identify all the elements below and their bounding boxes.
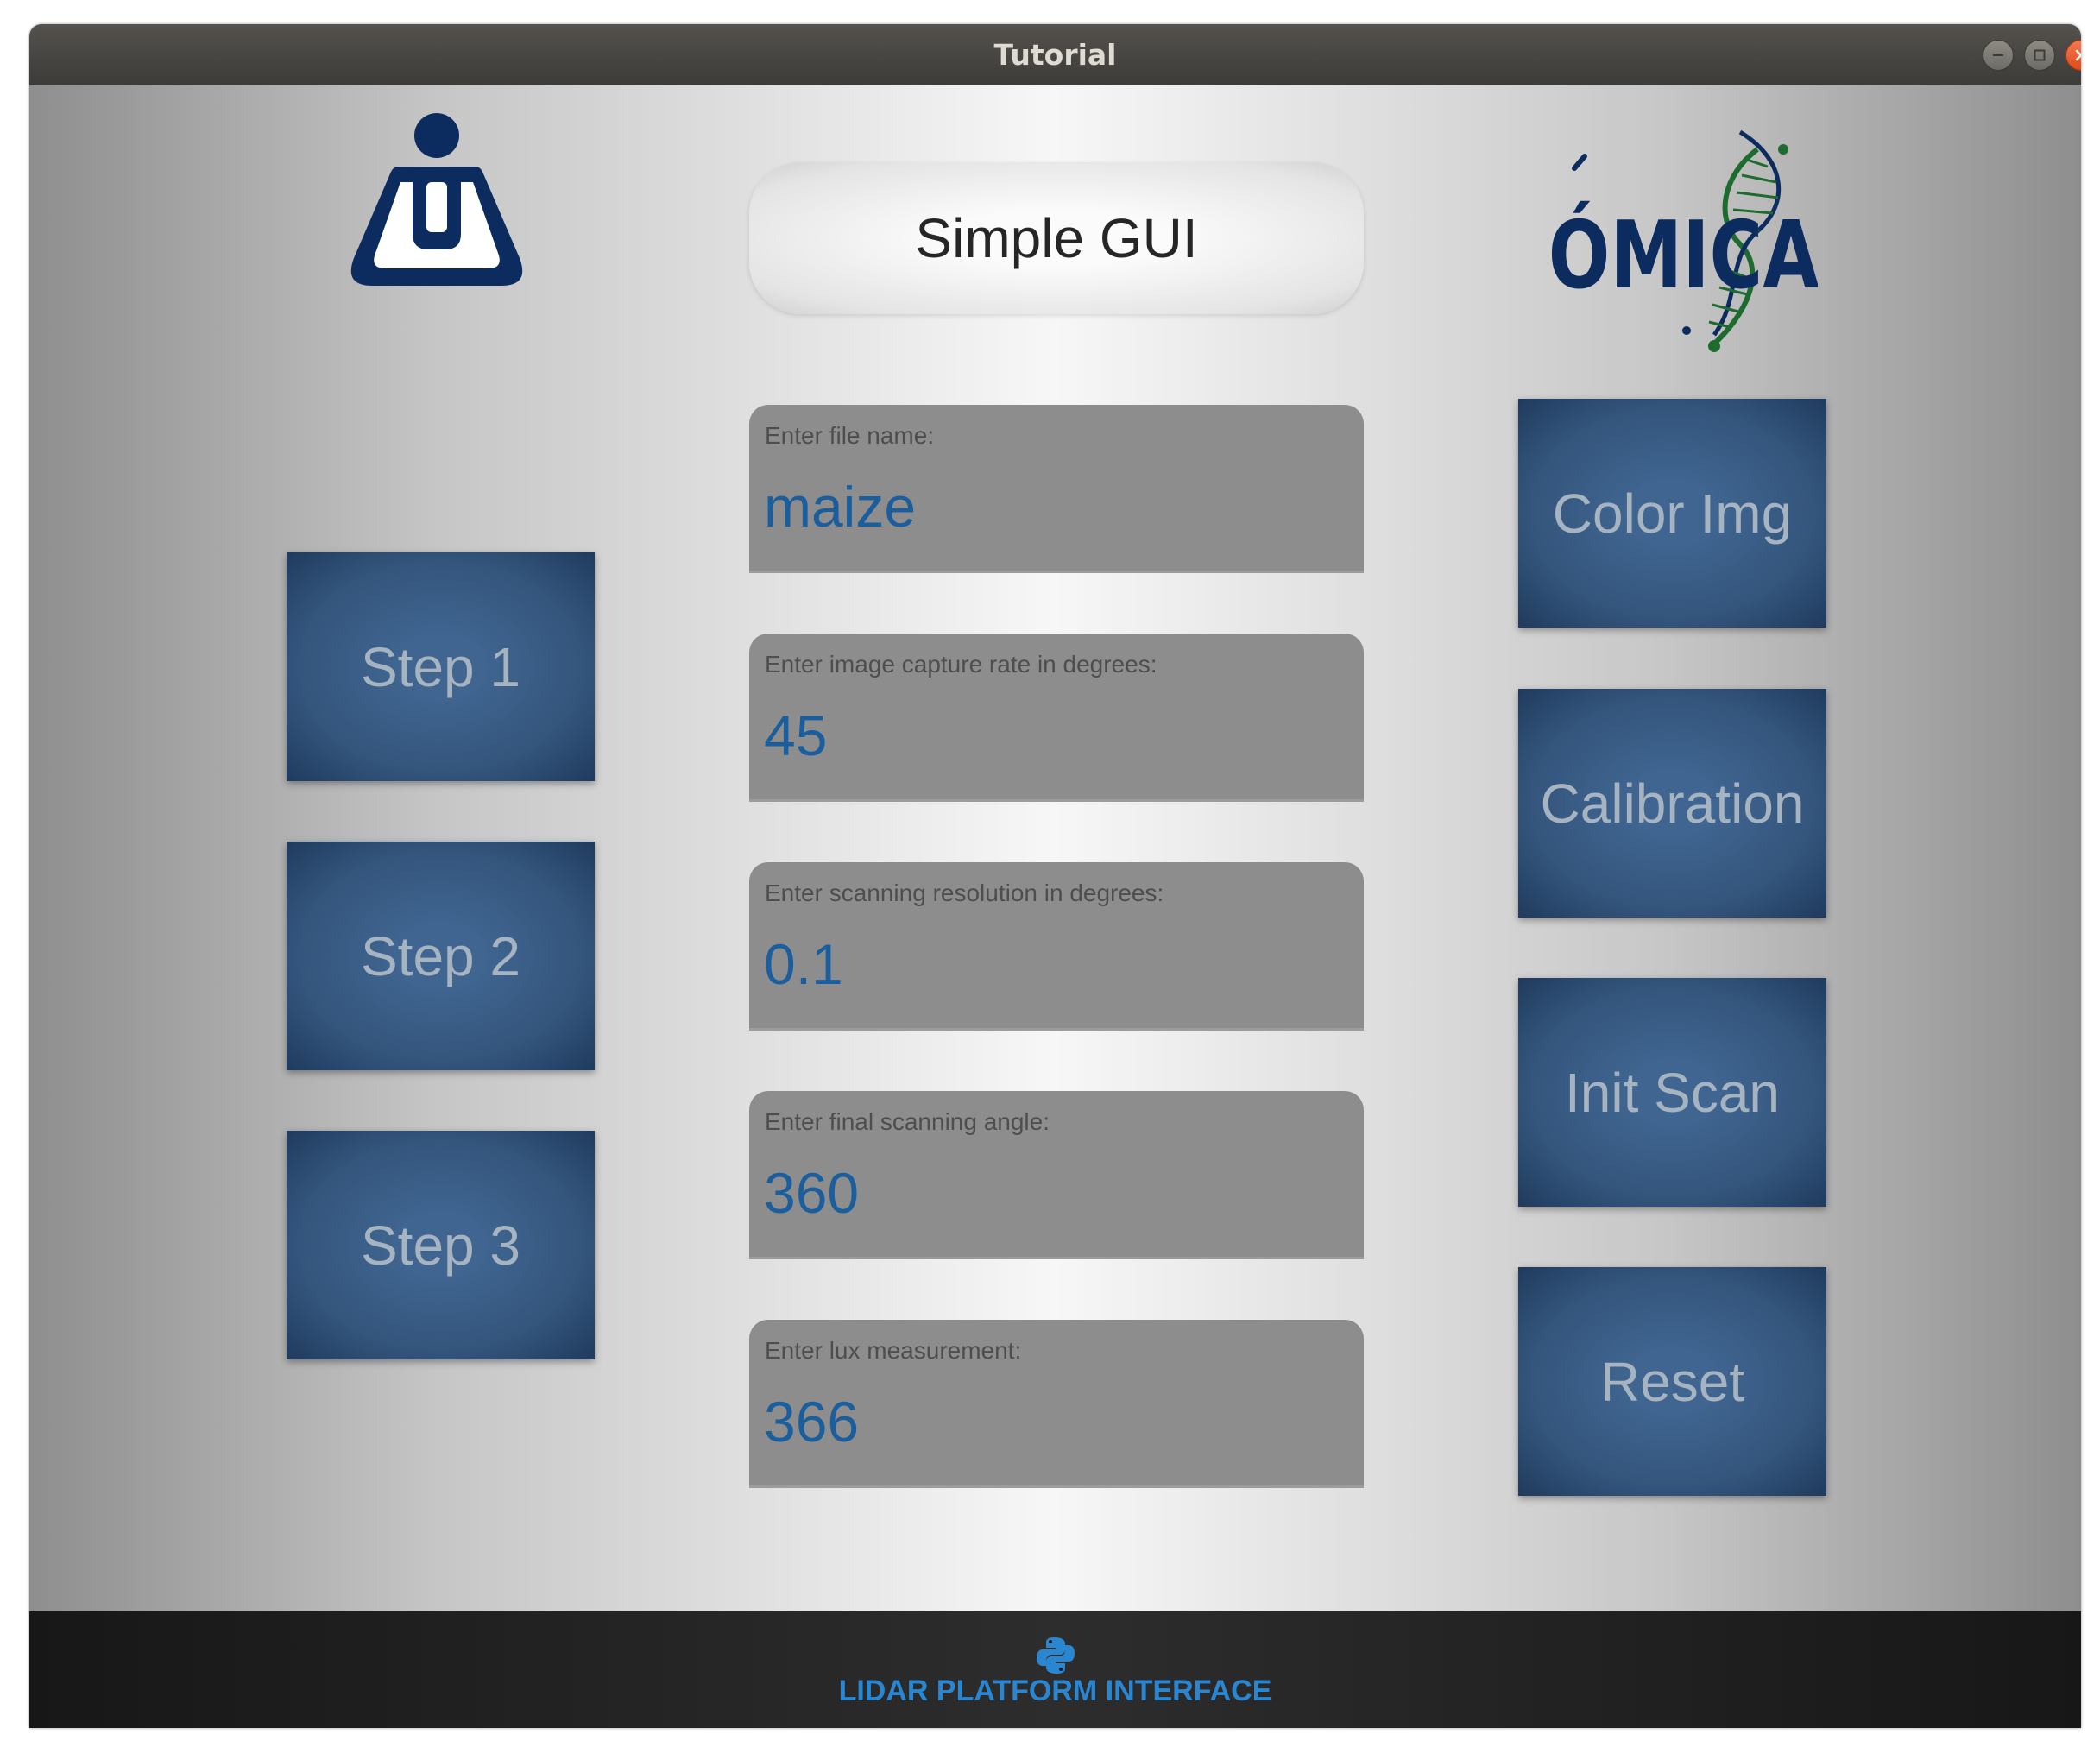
- capture-rate-field[interactable]: Enter image capture rate in degrees: 45: [749, 634, 1364, 802]
- omicas-logo: ÓMICA: [1542, 115, 1819, 377]
- calibration-button[interactable]: Calibration: [1518, 689, 1826, 918]
- minimize-button[interactable]: [1983, 40, 2014, 71]
- file-name-input[interactable]: maize: [764, 475, 917, 539]
- final-angle-label: Enter final scanning angle:: [765, 1108, 1050, 1135]
- omicas-wordmark: ÓMICA: [1548, 201, 1818, 310]
- step-1-button[interactable]: Step 1: [287, 552, 595, 781]
- app-window: Tutorial Simple GUI: [29, 24, 2081, 1728]
- file-name-label: Enter file name:: [765, 422, 935, 449]
- title-bar[interactable]: Tutorial: [29, 24, 2081, 85]
- lux-measurement-label: Enter lux measurement:: [765, 1337, 1022, 1364]
- lux-measurement-field[interactable]: Enter lux measurement: 366: [749, 1320, 1364, 1488]
- init-scan-button[interactable]: Init Scan: [1518, 978, 1826, 1207]
- maximize-icon: [2034, 49, 2046, 61]
- final-angle-input[interactable]: 360: [764, 1161, 860, 1225]
- final-angle-field[interactable]: Enter final scanning angle: 360: [749, 1091, 1364, 1259]
- reset-button[interactable]: Reset: [1518, 1267, 1826, 1496]
- window-title: Tutorial: [993, 38, 1117, 72]
- minimize-icon: [1993, 54, 2003, 56]
- color-img-button[interactable]: Color Img: [1518, 399, 1826, 628]
- close-icon: [2075, 49, 2081, 61]
- footer-title: LIDAR PLATFORM INTERFACE: [838, 1674, 1272, 1707]
- python-icon: [1036, 1636, 1075, 1679]
- lux-measurement-input[interactable]: 366: [764, 1390, 860, 1454]
- file-name-field[interactable]: Enter file name: maize: [749, 405, 1364, 573]
- app-title-banner: Simple GUI: [749, 162, 1364, 314]
- scan-resolution-input[interactable]: 0.1: [764, 932, 843, 996]
- maximize-button[interactable]: [2024, 40, 2055, 71]
- scan-resolution-label: Enter scanning resolution in degrees:: [765, 880, 1164, 906]
- university-logo: [350, 113, 523, 298]
- capture-rate-label: Enter image capture rate in degrees:: [765, 651, 1157, 678]
- step-2-button[interactable]: Step 2: [287, 842, 595, 1070]
- capture-rate-input[interactable]: 45: [764, 703, 828, 767]
- scan-resolution-field[interactable]: Enter scanning resolution in degrees: 0.…: [749, 862, 1364, 1031]
- step-3-button[interactable]: Step 3: [287, 1131, 595, 1359]
